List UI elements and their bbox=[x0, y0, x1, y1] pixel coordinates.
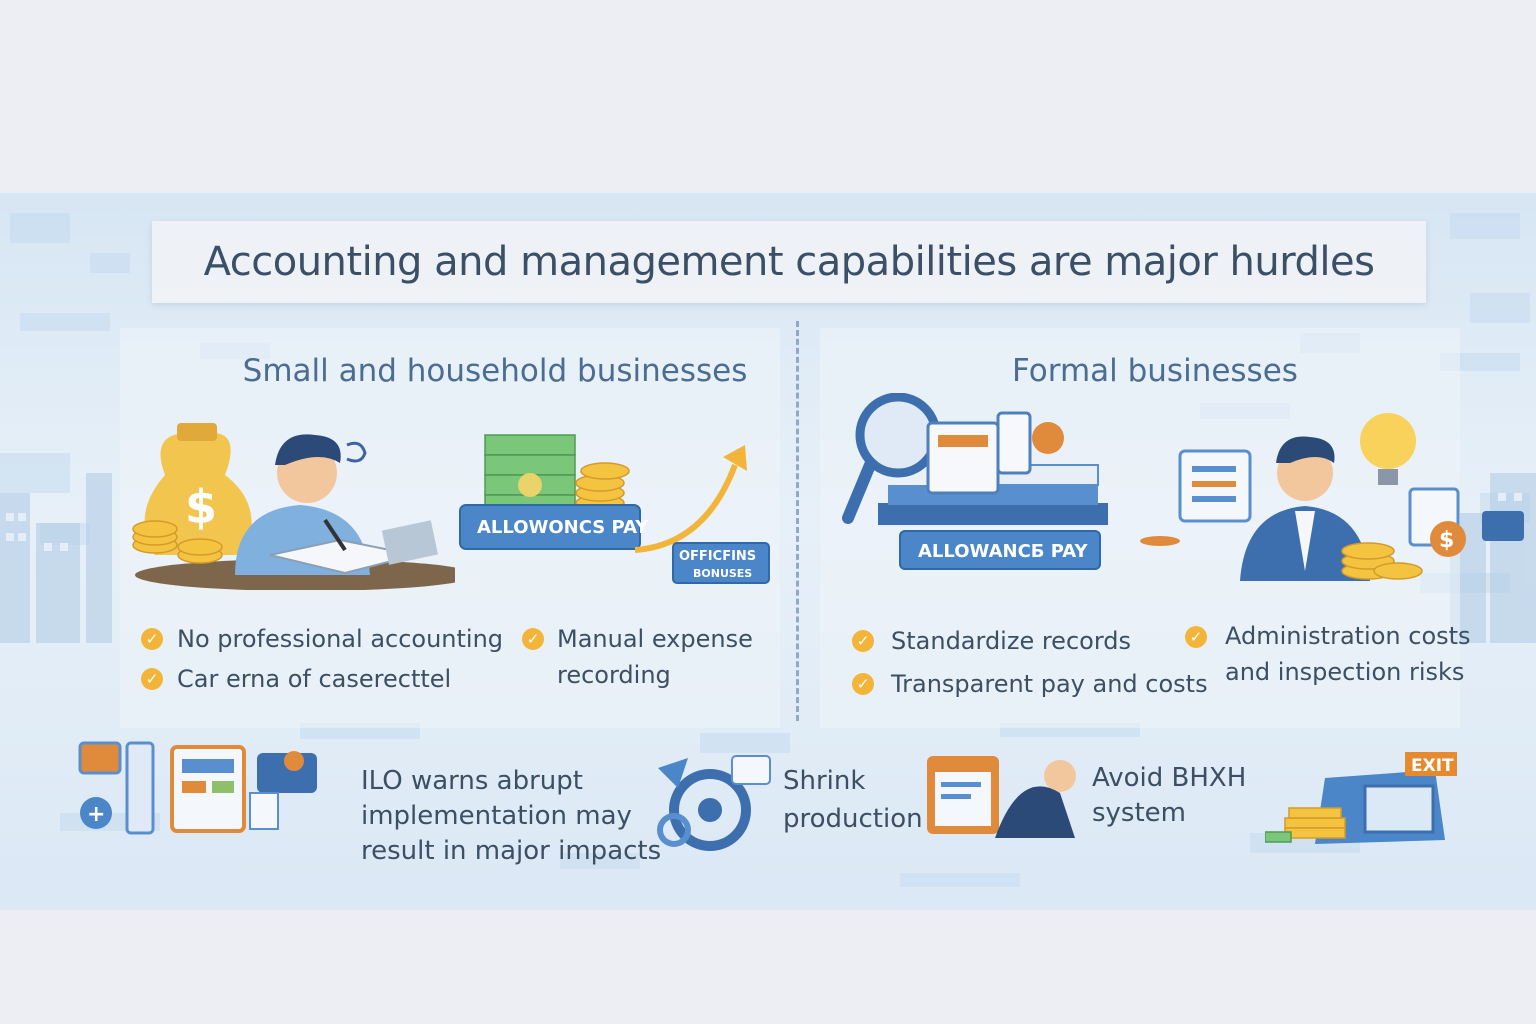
svg-text:$: $ bbox=[1439, 528, 1454, 553]
svg-text:$: $ bbox=[185, 480, 217, 534]
plus-icon bbox=[80, 797, 112, 829]
exit-illustration: EXIT bbox=[1265, 752, 1457, 844]
crouching-worker-illustration bbox=[927, 756, 1076, 838]
check-icon: ✓ bbox=[852, 630, 874, 652]
right-section-heading: Formal businesses bbox=[1012, 353, 1298, 389]
formal-businessman-illustration: $ bbox=[1140, 413, 1524, 581]
check-icon: ✓ bbox=[141, 668, 163, 690]
left-bullet-2: Car erna of caserecttel bbox=[177, 665, 452, 693]
gear-icon bbox=[669, 769, 751, 851]
page-title: Accounting and management capabilities a… bbox=[203, 239, 1375, 285]
small-business-owner-illustration: $ bbox=[132, 423, 455, 590]
left-section-heading: Small and household businesses bbox=[242, 353, 748, 389]
exit-label: EXIT bbox=[1411, 756, 1454, 776]
right-bullet-1: Standardize records bbox=[891, 627, 1132, 655]
avoid-bhxh-line1: Avoid BHXH bbox=[1092, 763, 1247, 793]
section-divider bbox=[796, 321, 799, 721]
left-bullet-1: No professional accounting bbox=[177, 625, 504, 653]
formal-records-illustration: ALLOWANCБ PAY bbox=[842, 393, 1108, 570]
avoid-bhxh-line2: system bbox=[1092, 798, 1186, 828]
check-icon: ✓ bbox=[852, 673, 874, 695]
infographic-banner: Accounting and management capabilities a… bbox=[0, 193, 1536, 910]
right-allowance-sign: ALLOWANCБ PAY bbox=[918, 541, 1089, 562]
ilo-warning-line2: implementation may bbox=[361, 801, 632, 831]
exit-sign-icon bbox=[1405, 752, 1457, 776]
page-bottom-margin bbox=[0, 910, 1536, 1024]
briefcase-icon bbox=[1482, 511, 1524, 541]
title-box: Accounting and management capabilities a… bbox=[152, 221, 1426, 303]
right-bullet-3-line2: and inspection risks bbox=[1225, 658, 1465, 686]
reporting-tools-illustration: + bbox=[78, 741, 317, 835]
check-icon: ✓ bbox=[522, 628, 544, 650]
allowance-money-illustration: ALLOWONCS PAY OFFICFINS BONUSES bbox=[459, 434, 770, 584]
shrink-production-line2: production bbox=[783, 804, 923, 834]
ilo-warning-line3: result in major impacts bbox=[361, 836, 662, 866]
left-allowance-sign: ALLOWONCS PAY bbox=[477, 517, 649, 538]
page-top-margin bbox=[0, 0, 1536, 193]
right-bullet-3-line1: Administration costs bbox=[1225, 622, 1471, 650]
gears-illustration bbox=[657, 755, 771, 851]
ilo-warning-line1: ILO warns abrupt bbox=[361, 766, 583, 796]
left-bullet-3-line1: Manual expense bbox=[557, 625, 753, 653]
right-bullet-2: Transparent pay and costs bbox=[891, 670, 1208, 698]
check-icon: ✓ bbox=[141, 628, 163, 650]
shrink-production-line1: Shrink bbox=[783, 766, 866, 796]
check-icon: ✓ bbox=[1185, 626, 1207, 648]
bonus-sign-line2: BONUSES bbox=[693, 567, 752, 580]
mosaic-background bbox=[0, 213, 1536, 887]
bonus-sign-line1: OFFICFINS bbox=[679, 549, 756, 564]
lightbulb-icon bbox=[1360, 413, 1416, 469]
left-bullet-3-line2: recording bbox=[557, 661, 671, 689]
svg-text:+: + bbox=[87, 802, 105, 827]
